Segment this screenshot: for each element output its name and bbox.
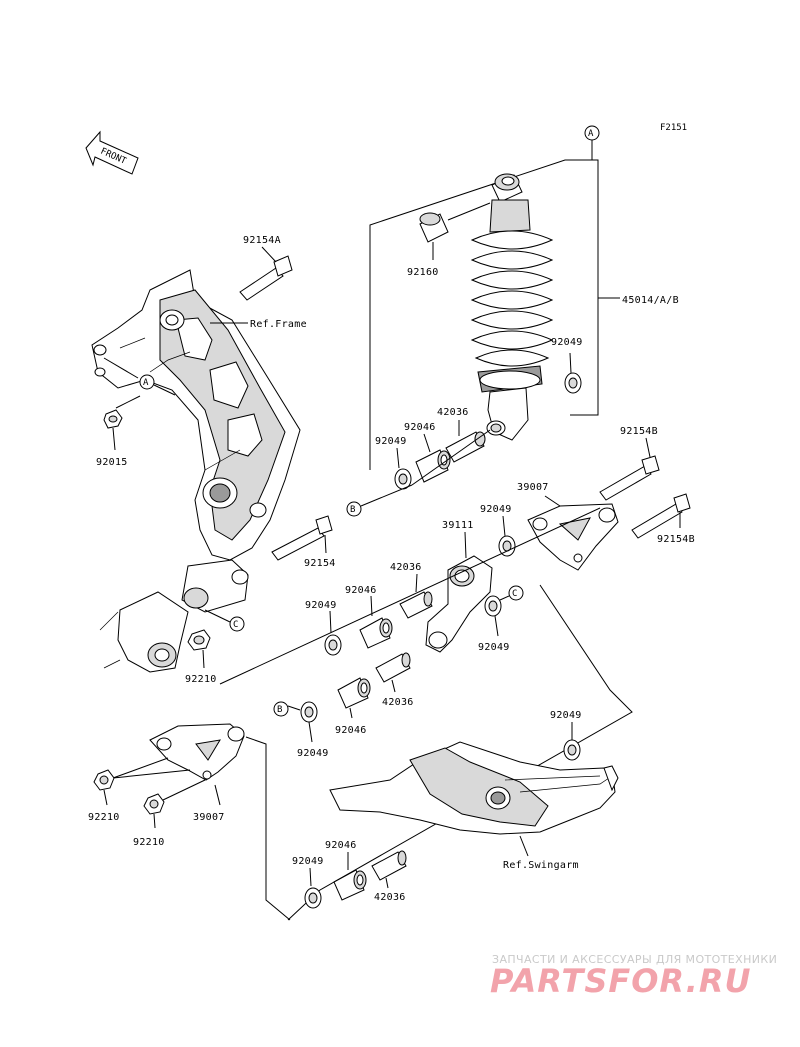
part-92154B-lower: 92154B	[657, 534, 695, 545]
seal-92049-lower-drawing	[300, 701, 318, 743]
collar-42036-mid-drawing	[399, 573, 433, 619]
svg-text:C: C	[233, 620, 238, 630]
svg-text:B: B	[277, 705, 282, 715]
part-39007-right: 39007	[517, 482, 549, 493]
watermark-tagline: ЗАПЧАСТИ И АКСЕССУАРЫ ДЛЯ МОТОТЕХНИКИ	[492, 953, 777, 966]
part-92154: 92154	[304, 558, 336, 569]
bushing-92160-drawing	[419, 202, 491, 260]
part-92154A: 92154A	[243, 235, 281, 246]
part-92049-shock: 92049	[551, 337, 583, 348]
bolt-92154B-lower-drawing	[631, 493, 691, 539]
part-92210-frame: 92210	[185, 674, 217, 685]
nut-92210-frame-drawing	[187, 629, 211, 669]
seal-92049-bottom-drawing	[304, 867, 322, 909]
callout-c-right: C	[508, 585, 524, 601]
bolt-92154-drawing	[271, 515, 333, 561]
tie-rod-39007-left-drawing	[149, 723, 245, 781]
part-92049-bottom: 92049	[292, 856, 324, 867]
seal-92049-top-drawing	[394, 447, 412, 490]
seal-92049-swingarm-drawing	[563, 722, 581, 761]
ref-frame-label: Ref.Frame	[250, 319, 307, 330]
front-arrow-icon: FRONT	[85, 130, 139, 175]
svg-text:A: A	[588, 129, 594, 139]
part-92210-left: 92210	[88, 812, 120, 823]
part-92046-mid: 92046	[345, 585, 377, 596]
seal-92049-right-mid-drawing	[484, 595, 510, 637]
callout-a-frame: A	[103, 357, 176, 396]
part-92049-swingarm: 92049	[550, 710, 582, 721]
collar-42036-top-drawing	[445, 420, 486, 463]
part-92049-mid-left: 92049	[305, 600, 337, 611]
part-45014-shock: 45014/A/B	[622, 295, 679, 306]
rocker-arm-39111-drawing	[425, 531, 493, 653]
part-42036-bottom: 42036	[374, 892, 406, 903]
seal-92049-mid-left-drawing	[324, 610, 342, 656]
nut-92210-left2-drawing	[143, 793, 165, 829]
collar-42036-lower-drawing	[375, 652, 411, 693]
part-92015: 92015	[96, 457, 128, 468]
part-92046-top: 92046	[404, 422, 436, 433]
swingarm-drawing	[329, 741, 619, 835]
part-42036-top: 42036	[437, 407, 469, 418]
callout-c-frame: C	[204, 609, 245, 632]
svg-text:A: A	[143, 378, 149, 388]
part-92210-left2: 92210	[133, 837, 165, 848]
part-42036-lower: 42036	[382, 697, 414, 708]
bearing-92046-mid-drawing	[359, 595, 393, 649]
ref-swingarm-label: Ref.Swingarm	[503, 860, 579, 871]
part-92049-right-upper: 92049	[480, 504, 512, 515]
part-92046-lower: 92046	[335, 725, 367, 736]
bearing-92046-bottom-drawing	[333, 852, 367, 901]
tie-rod-39007-right-drawing	[527, 495, 619, 571]
collar-42036-bottom-drawing	[371, 850, 407, 889]
callout-a-top: A	[584, 125, 600, 150]
bolt-92154B-upper-drawing	[599, 437, 660, 501]
rear-shock-absorber-drawing	[470, 173, 554, 441]
watermark-logo: PARTSFOR.RU	[490, 962, 751, 1000]
callout-b-top: B	[346, 429, 491, 517]
nut-92015-drawing	[103, 395, 141, 451]
part-92049-lower: 92049	[297, 748, 329, 759]
figure-id: F2151	[660, 123, 687, 133]
part-92154B-upper: 92154B	[620, 426, 658, 437]
frame-bracket-drawing	[91, 269, 301, 673]
part-92049-top-left: 92049	[375, 436, 407, 447]
svg-text:C: C	[512, 589, 517, 599]
svg-text:B: B	[350, 505, 355, 515]
part-39007-left: 39007	[193, 812, 225, 823]
part-92160: 92160	[407, 267, 439, 278]
bearing-92046-top-drawing	[415, 433, 451, 483]
bolt-92154A-drawing	[239, 255, 293, 301]
callout-b-lower: B	[273, 701, 301, 717]
part-92049-right-mid: 92049	[478, 642, 510, 653]
part-92046-bottom: 92046	[325, 840, 357, 851]
bearing-92046-lower-drawing	[337, 677, 371, 719]
seal-92049-right-upper-drawing	[498, 515, 516, 557]
part-42036-mid: 42036	[390, 562, 422, 573]
nut-92210-left-drawing	[93, 769, 115, 806]
seal-92049-shock-drawing	[564, 352, 582, 394]
part-39111: 39111	[442, 520, 474, 531]
